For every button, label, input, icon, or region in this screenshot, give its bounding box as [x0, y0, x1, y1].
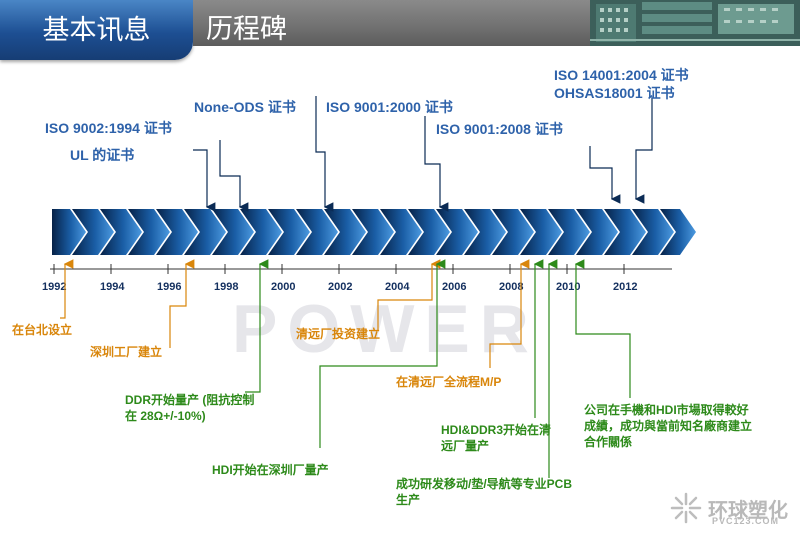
year-label: 1998 — [214, 281, 238, 293]
logo-icon — [670, 492, 702, 524]
connector-taipei — [60, 259, 74, 319]
chevron-segment — [380, 209, 422, 255]
chevron-segment — [604, 209, 646, 255]
cert-iso9001-2000: ISO 9001:2000 证书 — [326, 99, 453, 115]
year-label: 2012 — [613, 281, 637, 293]
section-tab-label: 基本讯息 — [42, 15, 151, 46]
milestone-ddr-line1: DDR开始量产 (阻抗控制 — [125, 393, 255, 407]
year-label: 2004 — [385, 281, 410, 293]
year-label: 2008 — [499, 281, 523, 293]
circuit-board-image — [590, 0, 800, 46]
chevron-segment — [548, 209, 590, 255]
year-labels: 1992 1994 1996 1998 2000 2002 2004 2006 … — [42, 281, 637, 293]
chevron-segment — [296, 209, 338, 255]
milestone-shenzhen-factory: 深圳工厂建立 — [90, 345, 163, 359]
connector-ohsas — [634, 98, 653, 204]
chevron-segment — [324, 209, 366, 255]
milestone-hdi-ddr3-line2: 远厂量产 — [441, 439, 490, 453]
chevron-segment — [520, 209, 562, 255]
year-label: 2010 — [556, 281, 580, 293]
chevron-segment — [128, 209, 170, 255]
chevron-segment — [408, 209, 450, 255]
year-label: 1996 — [157, 281, 181, 293]
milestone-ddr: DDR开始量产 (阻抗控制 在 28Ω+/-10%) — [125, 392, 254, 424]
chevron-segment — [660, 209, 696, 255]
cert-ohsas18001: OHSAS18001 证书 — [554, 85, 675, 101]
timeline-chevron-band — [52, 209, 696, 255]
chevron-segment — [632, 209, 674, 255]
year-label: 2000 — [271, 281, 295, 293]
chevron-segment — [492, 209, 534, 255]
chevron-segment — [352, 209, 394, 255]
power-watermark: POWER — [232, 291, 539, 367]
header-bar: 基本讯息 历程碑 — [0, 0, 800, 62]
cert-iso9001-2008: ISO 9001:2008 证书 — [436, 121, 563, 137]
connector-hdi-shenzhen — [319, 259, 446, 448]
milestone-hdi-ddr3-line1: HDI&DDR3开始在清 — [441, 423, 552, 437]
cert-iso14001-2004: ISO 14001:2004 证书 — [554, 67, 689, 83]
connector-shenzhen — [169, 259, 195, 348]
logo-name: 环球塑化 — [708, 500, 788, 522]
milestone-qingyuan-invest: 清远厂投资建立 — [296, 327, 381, 341]
milestone-market-line2: 成績，成功與當前知名廠商建立 — [584, 419, 753, 433]
milestone-market-line1: 公司在手機和HDI市場取得較好 — [584, 403, 749, 417]
chevron-segment — [184, 209, 226, 255]
chevron-segment — [156, 209, 198, 255]
year-label: 1994 — [100, 281, 125, 293]
connector-qingyuan-invest — [377, 259, 441, 330]
logo-url[interactable]: PVC123.COM — [712, 516, 780, 526]
chevron-segment — [576, 209, 618, 255]
milestone-market: 公司在手機和HDI市場取得較好 成績，成功與當前知名廠商建立 合作關係 — [584, 402, 752, 450]
connector-qingyuan-mp — [489, 259, 530, 368]
year-label: 2002 — [328, 281, 352, 293]
milestone-pcb-line2: 生产 — [396, 493, 421, 507]
milestone-taipei: 在台北设立 — [12, 323, 73, 337]
chevron-segment — [464, 209, 506, 255]
milestone-hdi-shenzhen: HDI开始在深圳厂量产 — [212, 463, 329, 477]
section-tab-basic-info[interactable]: 基本讯息 — [0, 0, 193, 60]
connector-iso9001-2008 — [424, 116, 449, 212]
connector-iso9002 — [193, 149, 216, 212]
chevron-segment — [268, 209, 310, 255]
connector-ul — [219, 140, 249, 212]
connector-ddr — [245, 259, 269, 393]
chevron-segment — [212, 209, 254, 255]
title-bar — [193, 0, 593, 46]
milestone-pcb-line1: 成功研发移动/垫/导航等专业PCB — [396, 477, 573, 491]
milestone-qingyuan-full-mp: 在清远厂全流程M/P — [396, 375, 502, 389]
chevron-segment — [100, 209, 142, 255]
milestone-pcb: 成功研发移动/垫/导航等专业PCB 生产 — [396, 476, 572, 508]
cert-none-ods: None-ODS 证书 — [194, 99, 296, 115]
cert-iso9002-1994: ISO 9002:1994 证书 — [45, 120, 172, 136]
cert-ul: UL 的证书 — [70, 147, 135, 163]
chevron-segment — [436, 209, 478, 255]
connector-market — [574, 259, 631, 398]
page-title: 历程碑 — [206, 14, 287, 45]
milestone-ddr-line2: 在 28Ω+/-10%) — [125, 409, 206, 423]
milestone-hdi-ddr3: HDI&DDR3开始在清 远厂量产 — [441, 422, 551, 454]
connector-iso14001 — [589, 146, 621, 204]
milestone-market-line3: 合作關係 — [584, 435, 633, 449]
year-label: 2006 — [442, 281, 466, 293]
chevron-segment — [52, 209, 86, 255]
chevron-segment — [240, 209, 282, 255]
year-label: 1992 — [42, 281, 66, 293]
chevron-segment — [72, 209, 114, 255]
axis-ticks — [53, 264, 625, 274]
connector-iso9001-2000 — [315, 96, 334, 212]
